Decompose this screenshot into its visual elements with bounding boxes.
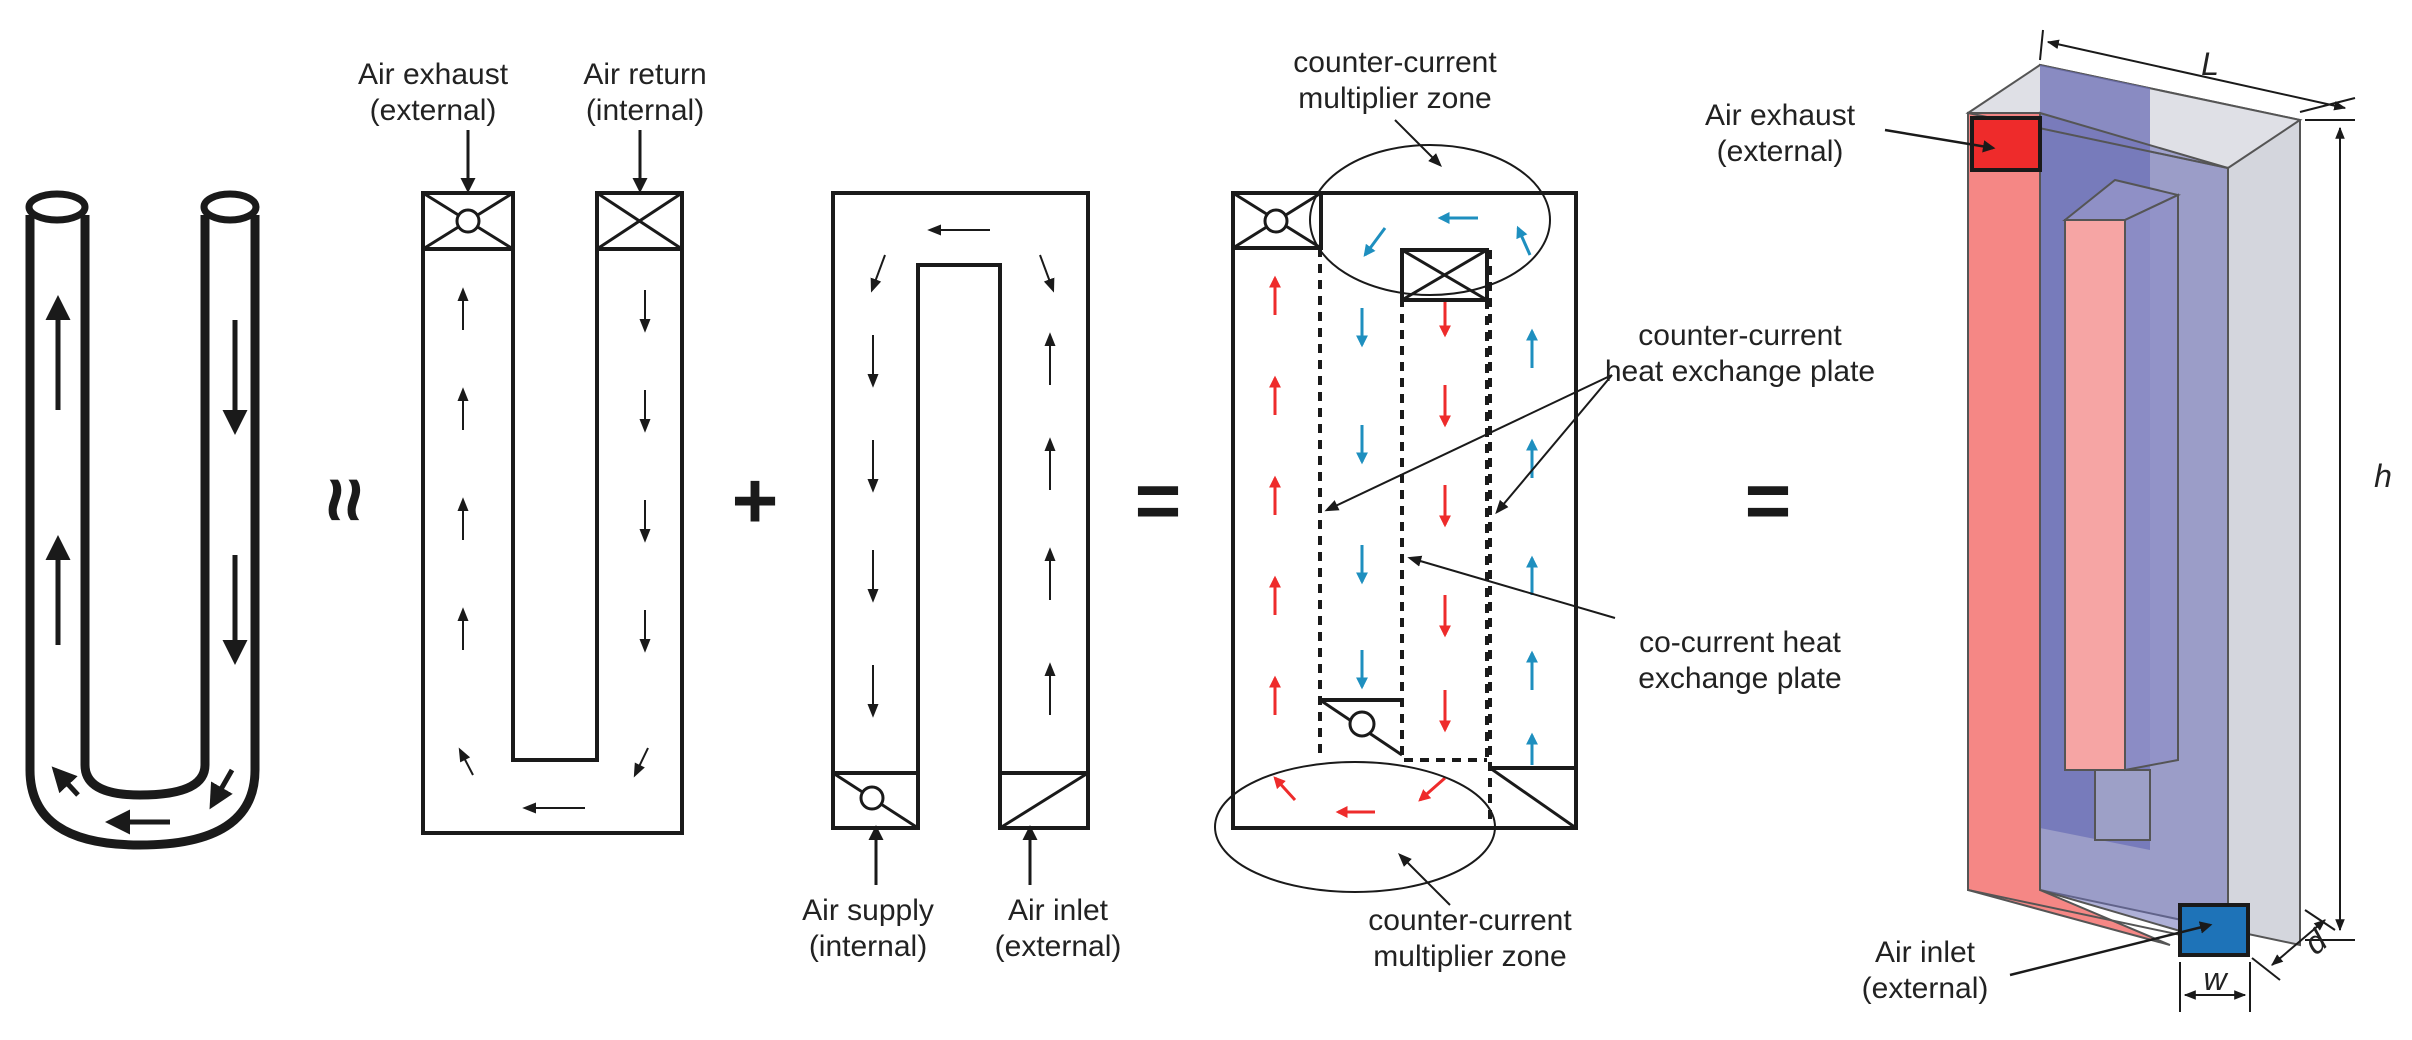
inverted-u-outline [831,191,1090,830]
co-plate-pointer [1407,555,1616,619]
air-exhaust-sublabel: (external) [370,94,497,127]
air-exhaust-port [421,191,515,251]
inner-hot-core [2064,219,2126,771]
inlet-3d-label: Air inlet [1875,936,1976,969]
exhaust-3d-sublabel: (external) [1717,135,1844,168]
plus-operator: + [732,456,779,545]
inlet-3d-sublabel: (external) [1862,972,1989,1005]
flow-arrow [458,747,474,776]
co-current-plate-box [1400,248,1489,762]
supply-fan-icon [859,785,885,811]
co-plate-sublabel: exchange plate [1638,662,1842,695]
air-return-label: Air return [583,58,706,91]
u-channel-outline [421,191,684,835]
u-tube-panel [25,190,260,850]
cold-flow-arrow [1516,225,1532,256]
flow-arrow [1039,254,1055,293]
counter-plate-sublabel: heat exchange plate [1605,355,1875,388]
inlet-port-blue [2178,903,2250,957]
u-tube-inner-wall [80,215,210,800]
u-tube-outer-wall [25,215,260,850]
counter-plate-pointer-right [1495,374,1613,515]
equals-operator-1: = [1135,456,1182,545]
co-plate-label: co-current heat [1639,626,1841,659]
air-supply-label: Air supply [802,894,934,927]
inlet-pointer [2009,921,2213,977]
air-inlet-sublabel: (external) [995,930,1122,963]
cold-flow-arrow [1363,227,1387,257]
u-tube-arrow-turn-left [51,766,80,797]
multiplier-zone-top-ellipse [1309,144,1551,296]
exchanger-inlet-port [1489,766,1577,830]
exchanger-3d-panel: Air exhaust (external) Air inlet (extern… [1705,29,2392,1012]
exhaust-port-red [1970,116,2042,172]
air-return-port [595,191,684,251]
flow-arrow [633,747,649,778]
multiplier-zone-bottom-ellipse [1214,761,1496,893]
dim-L-line [2046,39,2347,111]
dim-L-label: L [2201,46,2219,82]
multiplier-top-pointer [1394,119,1442,167]
exhaust-fan-icon [455,208,481,234]
u-tube-right-opening [200,190,260,224]
u-tube-arrow-turn-right [209,768,235,810]
u-tube-left-opening [25,190,89,224]
u-channel-panel: Air exhaust (external) Air return (inter… [358,58,707,835]
inverted-u-panel: Air supply (internal) Air inlet (externa… [802,191,1122,963]
air-inlet-label: Air inlet [1008,894,1109,927]
counter-plate-label: counter-current [1638,319,1842,352]
multiplier-zone-top-sublabel: multiplier zone [1298,82,1491,115]
multiplier-zone-bottom-label: counter-current [1368,904,1572,937]
inner-cold-core [2124,193,2179,772]
approx-operator: ≈ [301,478,390,522]
dim-d-line [2271,919,2326,966]
multiplier-zone-top-label: counter-current [1293,46,1497,79]
air-supply-port [831,771,920,830]
equals-operator-2: = [1745,456,1792,545]
exchanger-supply-port [1319,698,1403,757]
combined-exchanger-panel: counter-current multiplier zone counter-… [1214,46,1875,973]
hot-flow-arrow [1273,776,1297,802]
exhaust-fan-icon [1263,208,1289,234]
hot-flow-arrow [1418,776,1446,802]
exchanger-return-port [1400,248,1489,302]
exchanger-exhaust-port [1231,191,1323,250]
exhaust-3d-label: Air exhaust [1705,99,1856,132]
multiplier-zone-bottom-sublabel: multiplier zone [1373,940,1566,973]
dim-h-label: h [2374,458,2392,494]
multiplier-bottom-pointer [1398,853,1451,906]
supply-fan-icon [1348,710,1376,738]
flow-arrow [870,254,886,293]
air-exhaust-label: Air exhaust [358,58,509,91]
counter-plate-pointer-left [1324,374,1613,512]
air-return-sublabel: (internal) [586,94,704,127]
inner-divider-bottom [2094,769,2151,841]
air-inlet-port [998,771,1090,830]
air-supply-sublabel: (internal) [809,930,927,963]
dim-w-label: w [2203,961,2228,997]
exhaust-pointer [1884,128,1996,153]
